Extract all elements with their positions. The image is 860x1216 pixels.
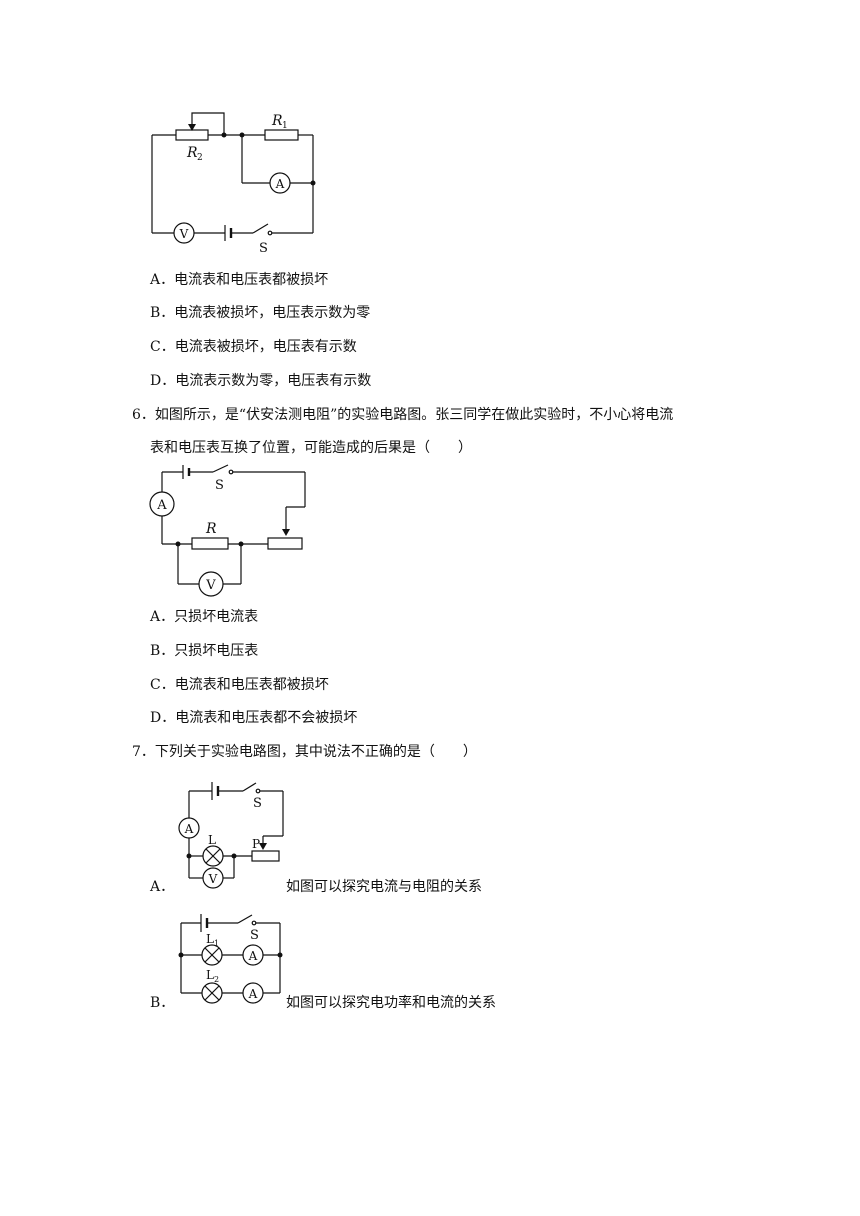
q7a-label-ammeter: A bbox=[184, 822, 194, 836]
q5-option-a: A．电流表和电压表都被损坏 bbox=[150, 272, 329, 288]
q7a-label-slider: P bbox=[252, 837, 260, 851]
q7-option-b-circuit: S L 1 A L 2 A bbox=[178, 914, 283, 1004]
q6-label-resistor: R bbox=[205, 521, 217, 537]
q7a-label-lamp: L bbox=[208, 833, 216, 847]
q7-option-a-circuit: S A L P V bbox=[178, 782, 284, 889]
q7-option-a-letter: A． bbox=[150, 879, 175, 895]
q6-stem-line1: 6．如图所示，是“伏安法测电阻”的实验电路图。张三同学在做此实验时，不小心将电流 bbox=[132, 407, 674, 423]
q5-circuit-diagram: R 1 R 2 A V S bbox=[151, 112, 316, 256]
q7a-label-switch: S bbox=[253, 796, 262, 811]
q5-switch bbox=[252, 223, 269, 234]
q5-option-b: B．电流表被损坏，电压表示数为零 bbox=[150, 305, 371, 321]
q5-label-voltmeter: V bbox=[179, 227, 189, 241]
q7a-switch bbox=[242, 782, 257, 792]
q5-option-c: C．电流表被损坏，电压表有示数 bbox=[150, 339, 357, 355]
q7b-label-lamp2-sub: 2 bbox=[214, 975, 219, 984]
q6-label-ammeter: A bbox=[156, 498, 167, 513]
q5-label-ammeter: A bbox=[275, 177, 285, 191]
q5-label-switch: S bbox=[259, 241, 268, 256]
q7b-label-switch: S bbox=[250, 928, 259, 943]
q6-label-voltmeter: V bbox=[205, 578, 216, 593]
q6-switch bbox=[212, 464, 229, 473]
q7a-rheostat bbox=[251, 850, 280, 862]
q7b-label-lamp2: L bbox=[206, 968, 214, 982]
q7b-switch bbox=[237, 914, 253, 924]
q7b-label-ammeter1: A bbox=[248, 949, 258, 963]
q5-rheostat-r2 bbox=[175, 129, 209, 141]
q7b-label-ammeter2: A bbox=[248, 987, 258, 1001]
q5-label-r2-sub: 2 bbox=[197, 153, 203, 163]
q6-option-d: D．电流表和电压表都不会被损坏 bbox=[150, 710, 358, 726]
q6-option-c: C．电流表和电压表都被损坏 bbox=[150, 677, 329, 693]
q6-option-b: B．只损坏电压表 bbox=[150, 643, 259, 659]
q6-label-switch: S bbox=[215, 478, 224, 493]
q6-stem-line2: 表和电压表互换了位置，可能造成的后果是（ ） bbox=[150, 440, 472, 456]
q7-option-b-letter: B． bbox=[150, 995, 175, 1011]
q6-resistor-r bbox=[191, 537, 229, 550]
q5-ammeter bbox=[269, 172, 291, 194]
q7a-label-voltmeter: V bbox=[208, 872, 218, 886]
q7-stem: 7．下列关于实验电路图，其中说法不正确的是（ ） bbox=[132, 744, 477, 760]
q7b-label-lamp1-sub: 1 bbox=[214, 939, 219, 948]
q5-label-r1: R bbox=[271, 113, 283, 129]
q5-option-d: D．电流表示数为零，电压表有示数 bbox=[150, 373, 372, 389]
q7-option-b-text: 如图可以探究电功率和电流的关系 bbox=[286, 995, 496, 1011]
q5-label-r2: R bbox=[186, 145, 198, 161]
q7-option-a-text: 如图可以探究电流与电阻的关系 bbox=[286, 879, 482, 895]
q6-circuit-diagram: A S R V bbox=[149, 464, 306, 597]
q6-rheostat bbox=[267, 537, 303, 550]
q6-option-a: A．只损坏电流表 bbox=[150, 609, 259, 625]
q5-label-r1-sub: 1 bbox=[282, 121, 288, 131]
q7b-label-lamp1: L bbox=[206, 932, 214, 946]
q5-resistor-r1 bbox=[264, 129, 299, 141]
